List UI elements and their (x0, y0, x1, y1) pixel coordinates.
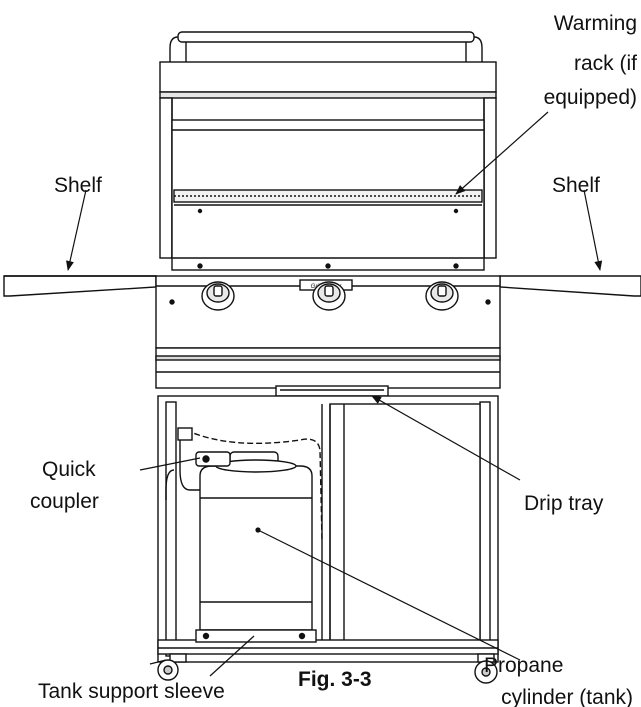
shelf-left-arrow (66, 189, 87, 271)
burner-knob-center (312, 281, 346, 311)
warming-rack-label-line1: Warming (554, 12, 637, 35)
shelf-left-label: Shelf (54, 174, 102, 197)
propane-leader (257, 529, 521, 661)
warming-rack-arrow (455, 111, 549, 195)
drip-tray (275, 385, 389, 397)
caster-left (149, 653, 187, 681)
propane-cylinder-label-line1: Propane (484, 654, 563, 677)
caster-right (474, 653, 498, 684)
propane-cylinder-label-line2: cylinder (tank) (501, 686, 633, 707)
tank-support-sleeve-label: Tank support sleeve (38, 680, 225, 703)
shelf-right-arrow (583, 189, 603, 271)
regulator (195, 451, 231, 467)
drip-tray-label: Drip tray (524, 492, 604, 515)
figure-caption: Fig. 3-3 (298, 668, 372, 691)
cart (157, 395, 499, 663)
quick-coupler-leader (139, 457, 201, 471)
gas-hose (165, 427, 323, 541)
drip-tray-arrow (371, 395, 521, 481)
right-shelf (499, 275, 641, 297)
fascia (155, 347, 501, 389)
quick-coupler-label-line1: Quick (42, 458, 96, 481)
propane-tank (199, 451, 313, 631)
warming-rack-label-line2: rack (if (574, 52, 637, 75)
tank-support-sleeve (195, 629, 317, 643)
left-shelf (3, 275, 157, 297)
lid-handle (169, 31, 483, 64)
shelf-right-label: Shelf (552, 174, 600, 197)
burner-knob-right (425, 281, 459, 311)
labels: Warming rack (if equipped) Shelf Shelf Q… (30, 12, 637, 707)
callout-lines (66, 111, 603, 677)
grill-illustration: Grill Master (3, 31, 641, 684)
quick-coupler-label-line2: coupler (30, 490, 99, 513)
warming-rack-label-line3: equipped) (544, 86, 637, 109)
warming-rack (173, 189, 483, 214)
sleeve-leader (209, 635, 255, 677)
burner-knob-left (201, 281, 235, 311)
